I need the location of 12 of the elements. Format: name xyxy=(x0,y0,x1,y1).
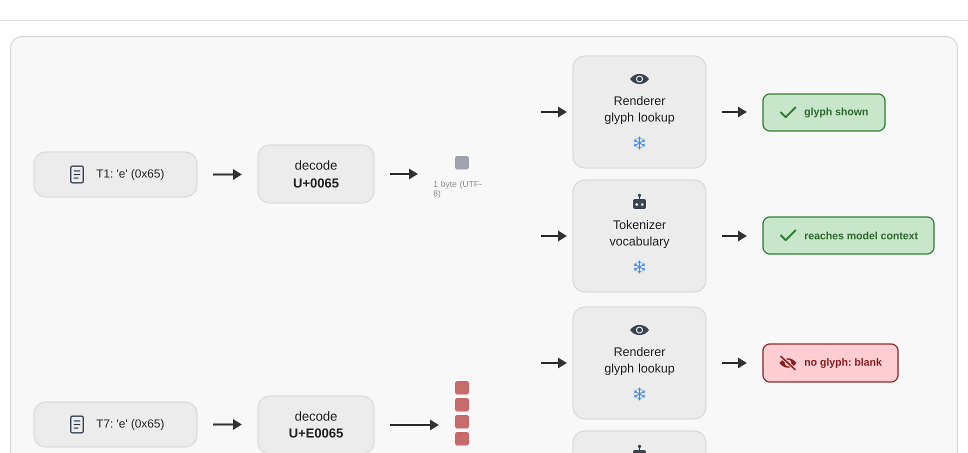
byte-caption: 1 byte (UTF-8) xyxy=(434,180,482,198)
process-box: Renderer glyph lookup xyxy=(572,306,706,420)
result-box: no glyph: blank xyxy=(762,343,899,383)
input-box: T7: 'e' (0x65) xyxy=(34,402,198,448)
byte-stack xyxy=(455,381,469,446)
process-box: Renderer glyph lookup xyxy=(572,56,706,168)
process-box: decode U+E0065 xyxy=(258,396,374,453)
process-box: Tokenizer vocabulary xyxy=(572,180,706,292)
result-box: glyph shown xyxy=(762,93,886,132)
process-box: decode U+0065 xyxy=(258,144,374,204)
input-box: T1: 'e' (0x65) xyxy=(34,152,198,198)
result-box: reaches model context xyxy=(762,216,935,255)
